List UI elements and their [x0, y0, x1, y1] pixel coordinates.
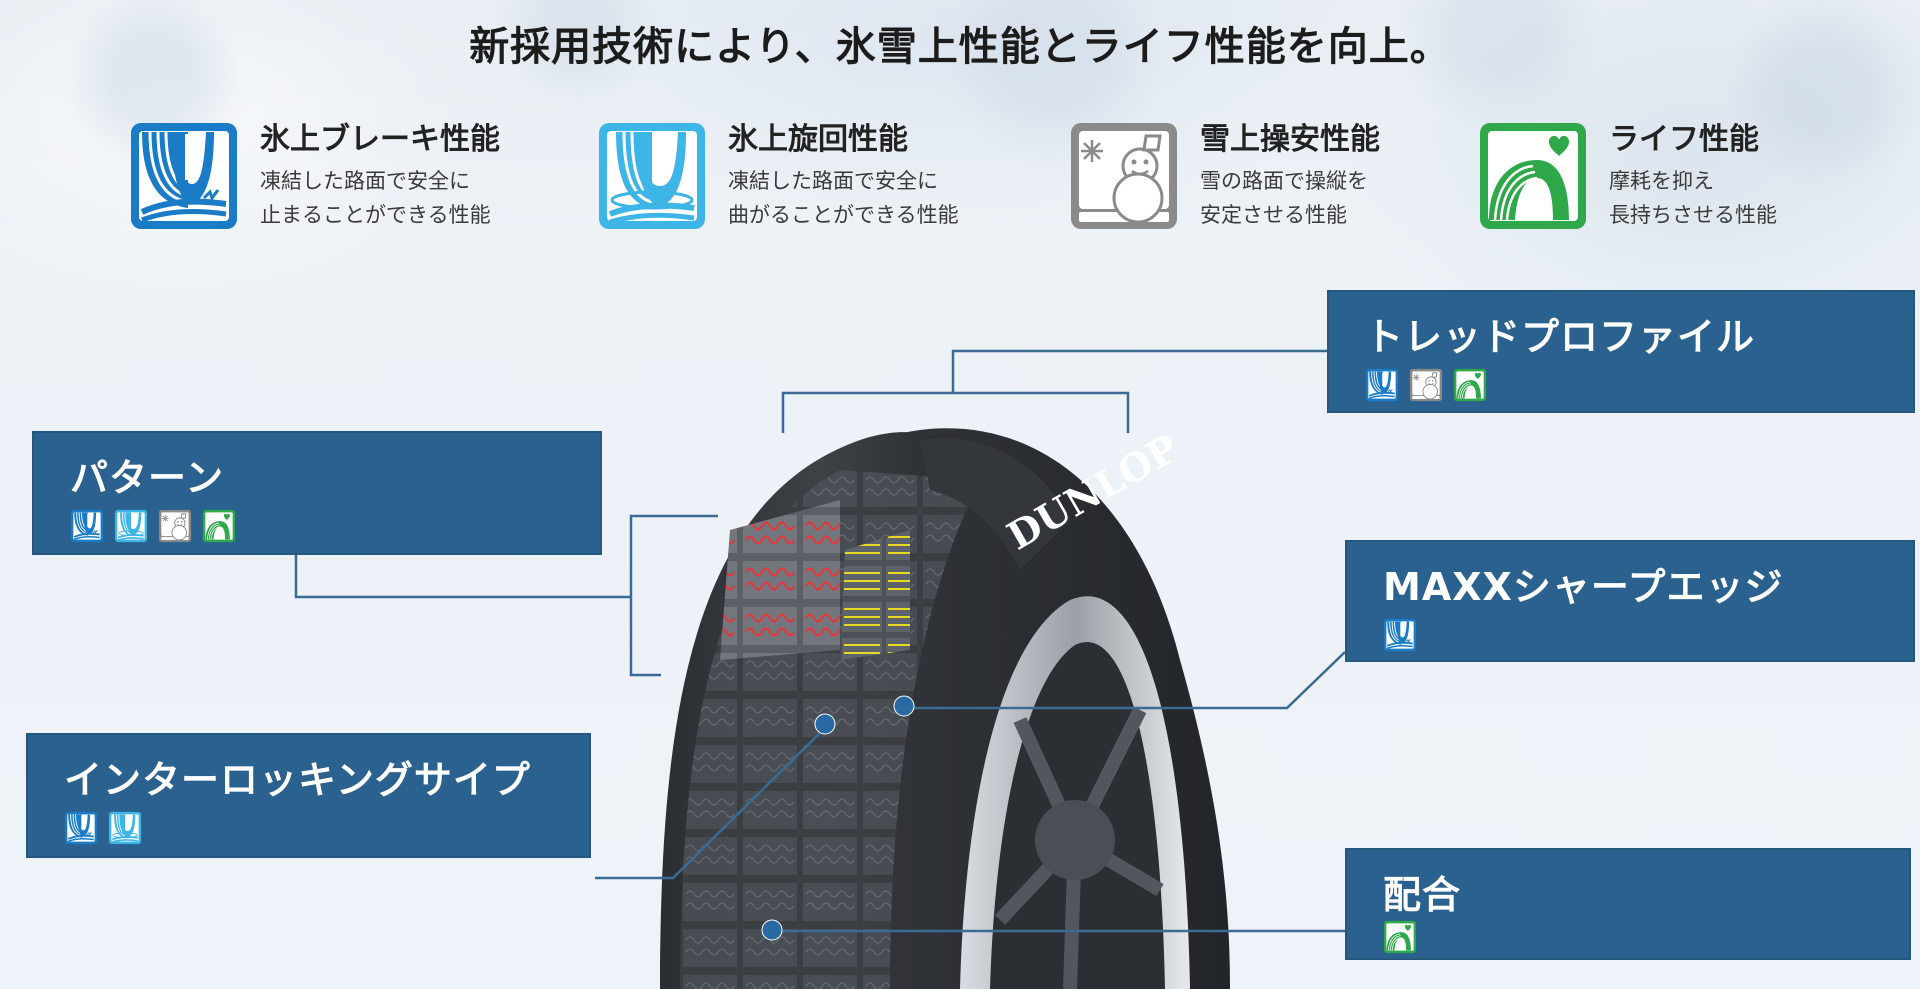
callout-interlocking-sipe: インターロッキングサイプ — [26, 733, 591, 858]
feature-title: 氷上旋回性能 — [728, 122, 908, 157]
callout-title: MAXXシャープエッジ — [1383, 565, 1784, 609]
snow-handling-icon — [1409, 368, 1443, 402]
feature-snow-handling: 雪上操安性能 雪の路面で操縦を 安定させる性能 — [1068, 120, 1380, 232]
feature-desc-line1: 雪の路面で操縦を — [1200, 169, 1368, 193]
ice-cornering-icon — [596, 120, 708, 232]
tire-illustration: DUNLOP — [660, 425, 1230, 989]
ice-cornering-icon — [108, 811, 142, 845]
feature-desc-line2: 長持ちさせる性能 — [1609, 203, 1777, 227]
snow-handling-icon — [1068, 120, 1180, 232]
tire-life-icon — [202, 509, 236, 543]
callout-title: 配合 — [1383, 873, 1462, 917]
callout-title: トレッドプロファイル — [1365, 315, 1756, 359]
callout-maxx-sharp-edge: MAXXシャープエッジ — [1345, 540, 1915, 662]
tire-life-icon — [1453, 368, 1487, 402]
ice-braking-icon — [64, 811, 98, 845]
ice-braking-icon — [128, 120, 240, 232]
callout-title: インターロッキングサイプ — [64, 758, 531, 802]
feature-desc-line1: 凍結した路面で安全に — [728, 169, 938, 193]
feature-tire-life: ライフ性能 摩耗を抑え 長持ちさせる性能 — [1477, 120, 1777, 232]
callout-compound: 配合 — [1345, 848, 1911, 960]
feature-desc-line2: 安定させる性能 — [1200, 203, 1347, 227]
callout-pattern: パターン — [32, 431, 602, 555]
feature-ice-cornering: 氷上旋回性能 凍結した路面で安全に 曲がることができる性能 — [596, 120, 959, 232]
snow-handling-icon — [158, 509, 192, 543]
callout-tread-profile: トレッドプロファイル — [1327, 290, 1915, 413]
feature-title: 氷上ブレーキ性能 — [260, 122, 500, 157]
feature-title: 雪上操安性能 — [1200, 122, 1380, 157]
feature-desc-line2: 曲がることができる性能 — [728, 203, 959, 227]
ice-braking-icon — [1365, 368, 1399, 402]
callout-title: パターン — [70, 456, 225, 500]
feature-title: ライフ性能 — [1609, 122, 1759, 157]
ice-cornering-icon — [114, 509, 148, 543]
feature-desc-line1: 凍結した路面で安全に — [260, 169, 470, 193]
feature-ice-braking: 氷上ブレーキ性能 凍結した路面で安全に 止まることができる性能 — [128, 120, 500, 232]
ice-braking-icon — [70, 509, 104, 543]
page-headline: 新採用技術により、氷雪上性能とライフ性能を向上。 — [469, 24, 1451, 70]
ice-braking-icon — [1383, 618, 1417, 652]
feature-desc-line2: 止まることができる性能 — [260, 203, 491, 227]
tire-life-icon — [1383, 920, 1417, 954]
feature-desc-line1: 摩耗を抑え — [1609, 169, 1714, 193]
tire-life-icon — [1477, 120, 1589, 232]
